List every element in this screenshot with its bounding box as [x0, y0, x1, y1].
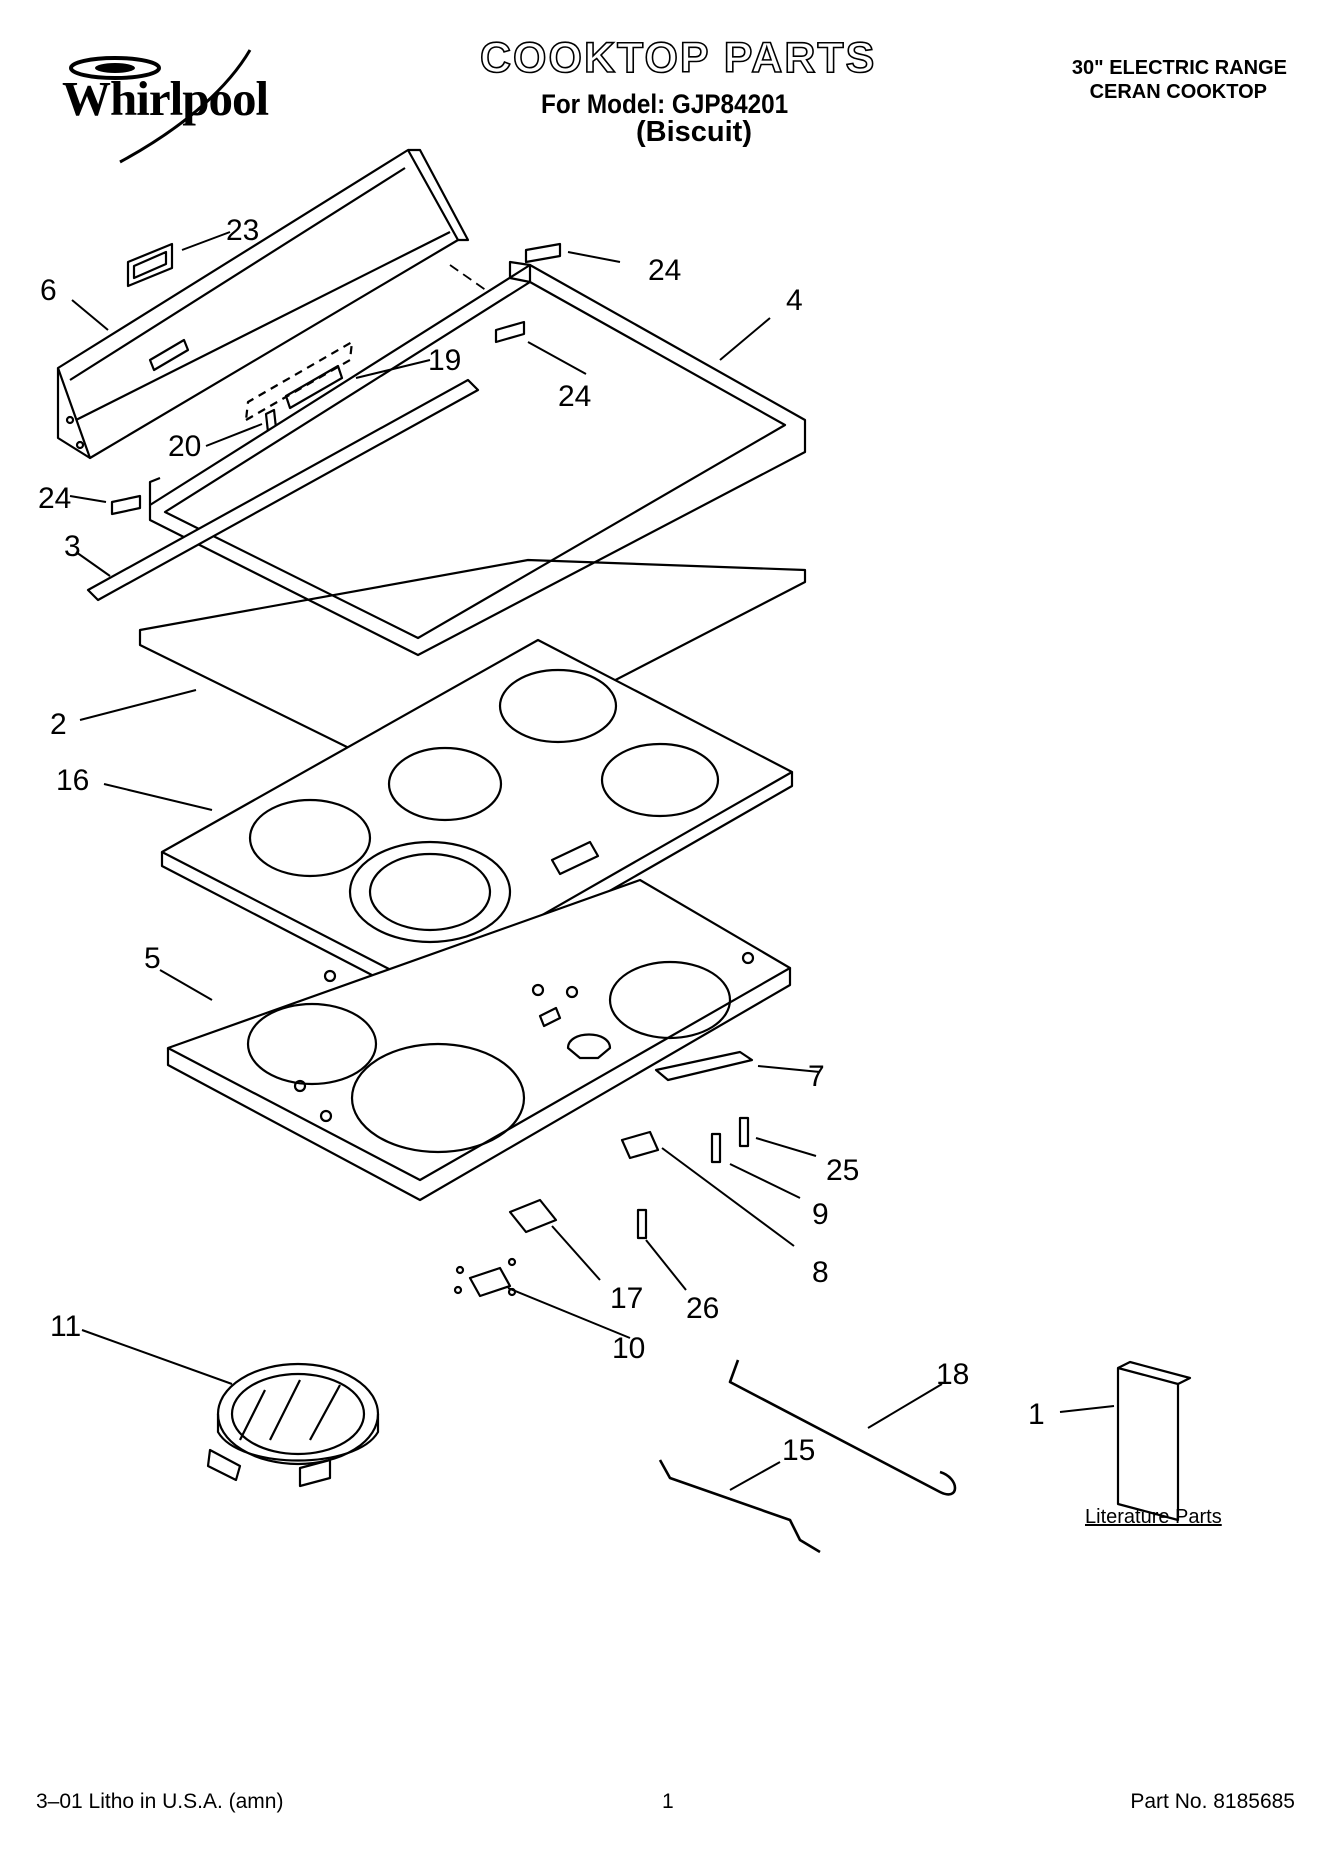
footer-part-number: Part No. 8185685 — [1130, 1790, 1295, 1813]
page-title: COOKTOP PARTS — [479, 33, 877, 83]
callout-20: 20 — [168, 430, 201, 463]
footer-print-info: 3–01 Litho in U.S.A. (amn) — [36, 1790, 284, 1813]
callout-15: 15 — [782, 1434, 815, 1467]
callout-2: 2 — [50, 708, 67, 741]
product-subtype: CERAN COOKTOP — [1089, 81, 1267, 103]
leader-lines — [69, 231, 1115, 1491]
callout-numbers: 23 24 6 4 19 24 20 24 3 2 16 5 7 25 9 8 … — [38, 214, 1045, 1467]
footer-page-number: 1 — [662, 1790, 674, 1813]
burner-box — [166, 878, 792, 1202]
terminal-bracket — [508, 1198, 558, 1234]
screws — [110, 242, 750, 1240]
callout-4: 4 — [786, 284, 803, 317]
callout-7: 7 — [808, 1060, 825, 1093]
gasket — [138, 558, 807, 784]
product-type: 30" ELECTRIC RANGE — [1071, 57, 1287, 79]
glass-cooktop — [160, 638, 794, 1002]
support-bracket — [654, 1050, 754, 1082]
callout-26: 26 — [686, 1292, 719, 1325]
terminal-block — [453, 1257, 517, 1298]
callout-5: 5 — [144, 942, 161, 975]
rear-trim-strip — [86, 378, 480, 602]
callout-23: 23 — [226, 214, 259, 247]
callout-11: 11 — [50, 1310, 81, 1343]
callout-10: 10 — [612, 1332, 645, 1365]
callout-1: 1 — [1028, 1398, 1045, 1431]
literature-booklet — [1116, 1366, 1180, 1522]
callout-9: 9 — [812, 1198, 829, 1231]
brand-name: Whirlpool — [62, 71, 269, 126]
lower-rod — [658, 1459, 821, 1554]
nameplate-badge — [126, 242, 174, 288]
literature-parts-label: Literature Parts — [1085, 1506, 1222, 1528]
support-rod — [728, 1359, 957, 1496]
callout-24: 24 — [648, 254, 681, 287]
callout-24c: 24 — [38, 482, 71, 515]
literature-booklet-edge — [1117, 1360, 1192, 1385]
callout-17: 17 — [610, 1282, 643, 1315]
callout-19: 19 — [428, 344, 461, 377]
clip-bracket — [620, 1130, 660, 1160]
radiant-element — [206, 1362, 380, 1488]
callout-3: 3 — [64, 530, 81, 563]
callout-18: 18 — [936, 1358, 969, 1391]
callout-25: 25 — [826, 1154, 859, 1187]
callout-6: 6 — [40, 274, 57, 307]
logo-swoosh-icon — [69, 49, 252, 164]
callout-24b: 24 — [558, 380, 591, 413]
callout-16: 16 — [56, 764, 89, 797]
backguard-panel — [56, 148, 470, 460]
model-color: (Biscuit) — [636, 116, 752, 148]
model-number: For Model: GJP84201 — [541, 89, 789, 119]
callout-8: 8 — [812, 1256, 829, 1289]
